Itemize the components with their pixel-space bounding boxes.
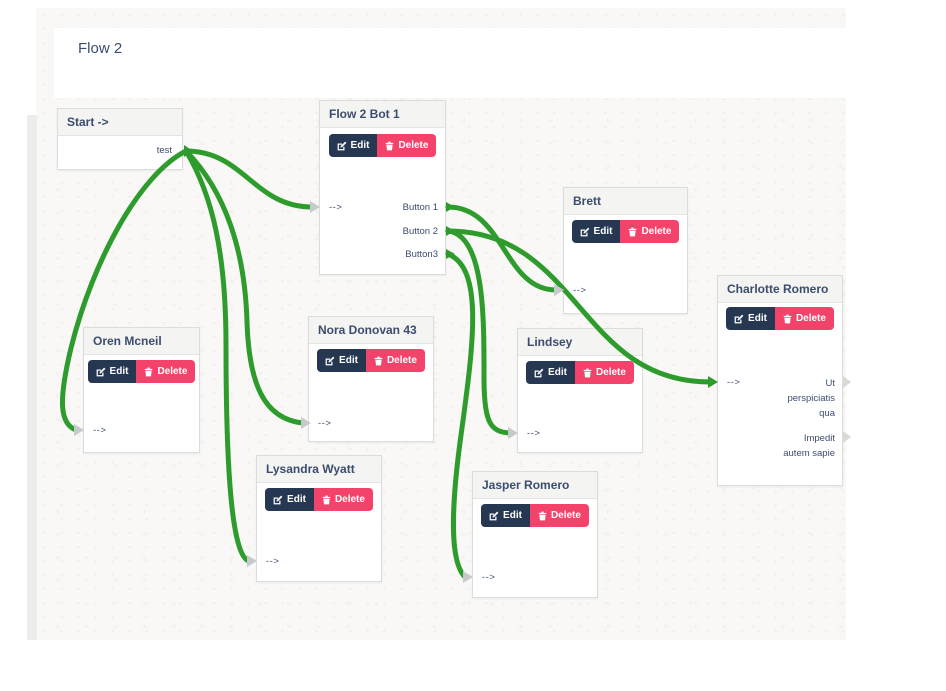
edit-icon <box>273 495 283 505</box>
trash-icon <box>374 356 383 366</box>
edit-button[interactable]: Edit <box>481 504 530 527</box>
output-label-button-2: Button 2 <box>402 226 438 237</box>
delete-button[interactable]: Delete <box>529 504 589 527</box>
delete-label: Delete <box>157 366 188 377</box>
edit-label: Edit <box>593 226 613 237</box>
edit-button[interactable]: Edit <box>726 307 775 330</box>
output-label-ut-perspiciatis: Ut perspiciatis qua <box>787 378 835 419</box>
flow-header-card: Flow 2 <box>54 28 857 98</box>
edit-label: Edit <box>287 494 306 505</box>
node-brett[interactable]: Brett Edit Delete --> <box>563 187 688 314</box>
delete-button[interactable]: Delete <box>574 361 634 384</box>
trash-icon <box>385 141 394 151</box>
node-jasper-romero[interactable]: Jasper Romero Edit Delete --> <box>472 471 598 598</box>
delete-label: Delete <box>641 226 672 237</box>
node-title: Jasper Romero <box>473 472 597 499</box>
edit-button[interactable]: Edit <box>265 488 314 511</box>
node-title: Lindsey <box>518 329 642 356</box>
node-lindsey[interactable]: Lindsey Edit Delete --> <box>517 328 643 453</box>
edit-icon <box>489 511 499 521</box>
node-title: Nora Donovan 43 <box>309 317 433 344</box>
input-label: --> <box>329 202 343 213</box>
node-title: Flow 2 Bot 1 <box>320 101 445 128</box>
delete-button[interactable]: Delete <box>365 349 425 372</box>
trash-icon <box>783 314 792 324</box>
node-title: Brett <box>564 188 687 215</box>
trash-icon <box>628 227 637 237</box>
node-title: Oren Mcneil <box>84 328 199 355</box>
edit-label: Edit <box>339 355 358 366</box>
delete-button[interactable]: Delete <box>136 360 196 383</box>
edit-icon <box>534 368 544 378</box>
node-title: Lysandra Wyatt <box>257 456 381 483</box>
edit-label: Edit <box>748 313 767 324</box>
node-charlotte-romero[interactable]: Charlotte Romero Edit Delete --> Ut pers… <box>717 275 843 486</box>
input-label: --> <box>727 377 741 388</box>
node-oren-mcneil[interactable]: Oren Mcneil Edit Delete --> <box>83 327 200 453</box>
edit-button[interactable]: Edit <box>87 360 137 383</box>
delete-button[interactable]: Delete <box>774 307 834 330</box>
edit-icon <box>580 227 590 237</box>
input-label: --> <box>482 572 496 583</box>
input-label: --> <box>527 428 541 439</box>
output-label-test: test <box>156 145 172 156</box>
input-label: --> <box>318 418 332 429</box>
trash-icon <box>538 511 547 521</box>
edit-button[interactable]: Edit <box>571 220 621 243</box>
edit-icon <box>734 314 744 324</box>
output-label-impedit-autem: Impedit autem sapie <box>783 433 835 459</box>
node-title: Start -> <box>58 109 182 136</box>
edit-label: Edit <box>503 510 522 521</box>
edit-icon <box>96 367 106 377</box>
canvas-left-strip <box>27 115 37 640</box>
page-title: Flow 2 <box>78 40 123 57</box>
delete-label: Delete <box>334 494 365 505</box>
input-label: --> <box>266 556 280 567</box>
edit-icon <box>337 141 347 151</box>
edit-label: Edit <box>109 366 129 377</box>
edit-label: Edit <box>350 140 370 151</box>
edit-button[interactable]: Edit <box>526 361 575 384</box>
trash-icon <box>322 495 331 505</box>
input-label: --> <box>573 285 587 296</box>
output-label-button-3: Button3 <box>405 249 438 260</box>
edit-button[interactable]: Edit <box>328 134 378 157</box>
trash-icon <box>144 367 153 377</box>
input-label: --> <box>93 425 107 436</box>
delete-label: Delete <box>550 510 581 521</box>
node-nora-donovan-43[interactable]: Nora Donovan 43 Edit Delete --> <box>308 316 434 442</box>
delete-button[interactable]: Delete <box>313 488 373 511</box>
delete-label: Delete <box>595 367 626 378</box>
delete-button[interactable]: Delete <box>620 220 680 243</box>
node-flow-2-bot-1[interactable]: Flow 2 Bot 1 Edit Delete --> Button 1 Bu… <box>319 100 446 275</box>
delete-label: Delete <box>386 355 417 366</box>
delete-button[interactable]: Delete <box>377 134 437 157</box>
output-label-button-1: Button 1 <box>402 202 438 213</box>
delete-label: Delete <box>795 313 826 324</box>
edit-label: Edit <box>548 367 567 378</box>
edit-button[interactable]: Edit <box>317 349 366 372</box>
node-lysandra-wyatt[interactable]: Lysandra Wyatt Edit Delete --> <box>256 455 382 582</box>
trash-icon <box>583 368 592 378</box>
node-title: Charlotte Romero <box>718 276 842 303</box>
node-start[interactable]: Start -> test <box>57 108 183 170</box>
edit-icon <box>325 356 335 366</box>
delete-label: Delete <box>398 140 429 151</box>
